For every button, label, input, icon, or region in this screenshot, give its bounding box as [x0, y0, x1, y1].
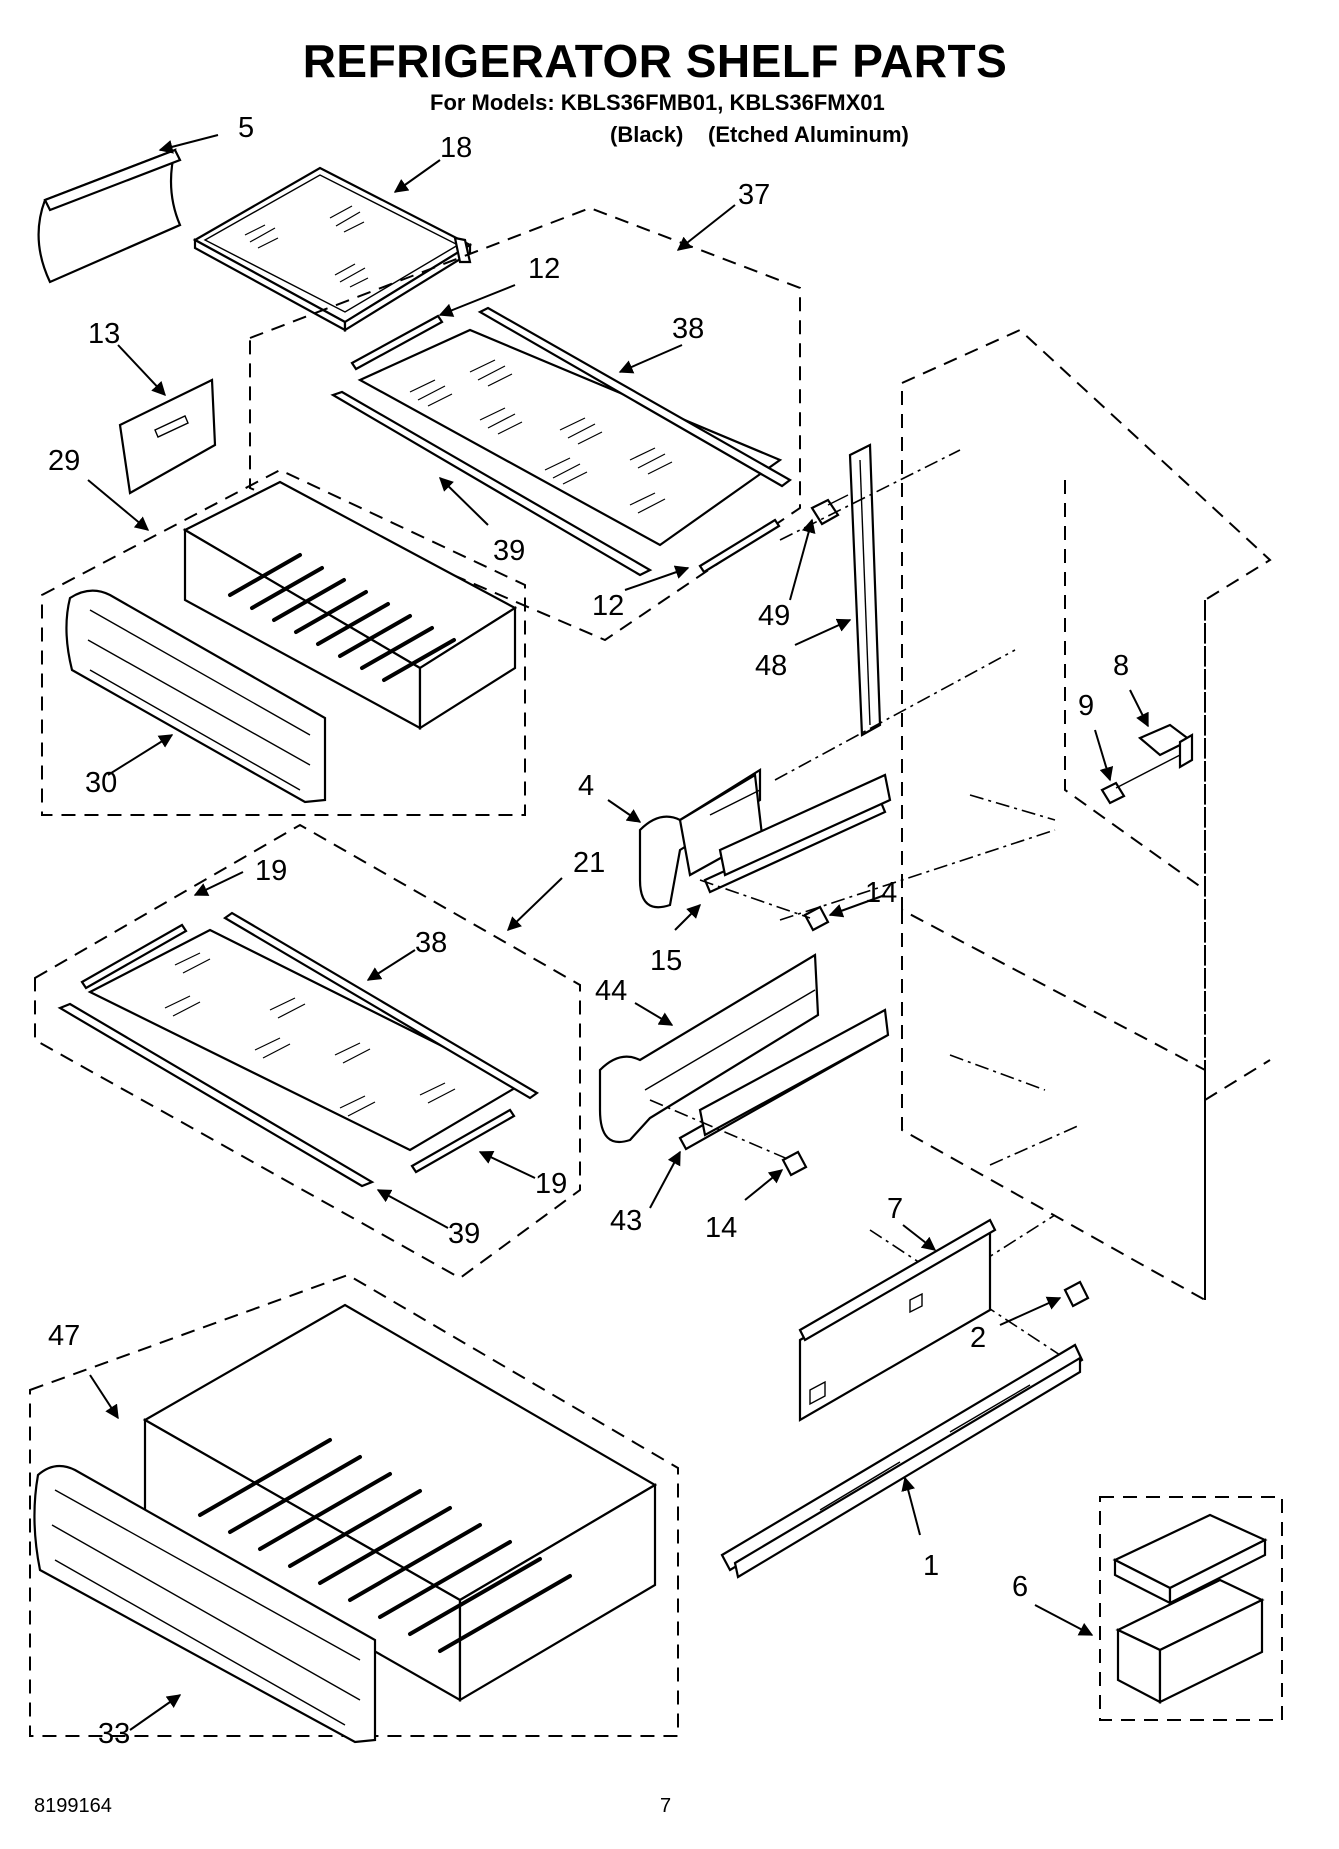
part-13-divider [118, 378, 217, 495]
part-38-rear-trim-lower [222, 911, 540, 1100]
document-number: 8199164 [34, 1795, 112, 1817]
callout-37: 37 [738, 179, 770, 211]
callout-12-lower: 12 [592, 590, 624, 622]
callout-38-upper: 38 [672, 313, 704, 345]
callout-47: 47 [48, 1320, 80, 1352]
shelf-21-outline [34, 823, 581, 1280]
part-12-end-cap-lower [698, 518, 781, 574]
variant-black-label: (Black) [610, 122, 684, 147]
model-numbers: For Models: KBLS36FMB01, KBLS36FMX01 [430, 90, 885, 115]
callout-30: 30 [85, 767, 117, 799]
callout-44: 44 [595, 975, 627, 1007]
callout-7: 7 [887, 1193, 903, 1225]
callout-4: 4 [578, 770, 594, 802]
part-47-crisper-bin [142, 1303, 658, 1702]
callout-19-lower: 19 [535, 1168, 567, 1200]
callout-48: 48 [755, 650, 787, 682]
part-19-end-cap-lower [410, 1108, 516, 1174]
callout-38-lower: 38 [415, 927, 447, 959]
callout-1: 1 [923, 1550, 939, 1582]
callout-49: 49 [758, 600, 790, 632]
part-14-screw-lower [649, 1099, 808, 1177]
part-14-screw-upper [699, 879, 830, 932]
variant-aluminum-label: (Etched Aluminum) [708, 122, 909, 147]
part-1-drawer-slide [720, 1343, 1084, 1579]
part-5-trim [37, 148, 182, 284]
part-18-glass-shelf [192, 166, 473, 332]
callout-39-upper: 39 [493, 535, 525, 567]
part-6-dairy-bin [1112, 1513, 1268, 1704]
part-12-end-cap-upper [350, 314, 444, 371]
part-39-front-trim-upper [330, 390, 653, 577]
leader-arrows [87, 134, 1149, 1731]
part-9-screw [1100, 754, 1181, 805]
part-15-slide-rail-upper [703, 773, 892, 894]
callout-43: 43 [610, 1205, 642, 1237]
drawer-47-outline [29, 1273, 679, 1737]
callout-9: 9 [1078, 690, 1094, 722]
callout-8: 8 [1113, 650, 1129, 682]
callout-6: 6 [1012, 1571, 1028, 1603]
callout-29: 29 [48, 445, 80, 477]
callout-12-upper: 12 [528, 253, 560, 285]
callout-14-upper: 14 [865, 877, 897, 909]
callout-18: 18 [440, 132, 472, 164]
callout-39-lower: 39 [448, 1218, 480, 1250]
box-6-outline [1099, 1496, 1283, 1721]
part-8-bracket [1137, 723, 1194, 769]
callout-33: 33 [98, 1718, 130, 1750]
part-38-glass-panel-upper [357, 328, 783, 547]
part-30-drawer-front [65, 589, 327, 804]
part-44-slide-bracket [598, 953, 820, 1143]
part-19-end-cap-upper [80, 923, 188, 990]
mounting-guides [774, 449, 1081, 1356]
callout-19-upper: 19 [255, 855, 287, 887]
callout-2: 2 [970, 1322, 986, 1354]
page-number: 7 [660, 1795, 672, 1817]
part-29-drawer-bin [182, 480, 518, 730]
part-43-slide-rail-lower [678, 1008, 890, 1151]
callout-15: 15 [650, 945, 682, 977]
page-title: REFRIGERATOR SHELF PARTS [302, 35, 1008, 87]
callout-14-lower: 14 [705, 1212, 737, 1244]
part-7-mounting-plate [798, 1218, 997, 1422]
cabinet-outline [901, 328, 1272, 1302]
callout-21: 21 [573, 847, 605, 879]
shelf-37-outline [249, 206, 801, 642]
part-38-rear-trim-upper [477, 306, 793, 488]
part-2-screw [1063, 1280, 1090, 1308]
part-48-vertical-rail [848, 443, 882, 737]
part-39-front-trim-lower [57, 1002, 375, 1188]
part-49-screw [810, 494, 849, 526]
drawer-29-outline [41, 468, 526, 816]
part-33-crisper-front [33, 1464, 377, 1744]
callout-13: 13 [88, 318, 120, 350]
callout-5: 5 [238, 112, 254, 144]
